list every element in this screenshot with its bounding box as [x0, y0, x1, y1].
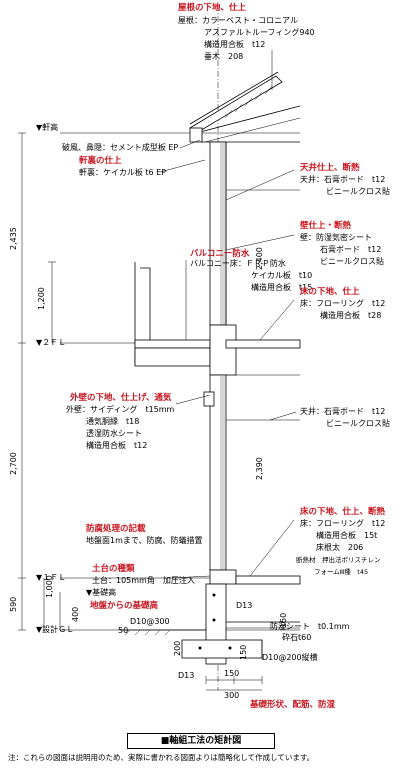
ceiling-heading: 天井仕上、断熱 — [300, 162, 360, 173]
dim-2435: 2,435 — [9, 227, 18, 250]
roof-line-2: アスファルトルーフィング940 — [204, 27, 315, 37]
dim-200: 200 — [173, 641, 182, 656]
dim-2700: 2,700 — [9, 452, 18, 475]
1f-floor-board — [235, 575, 301, 585]
footnote: 注：これらの図面は説明用のため、実際に書かれる図面よりは簡略化して作成しています… — [8, 753, 315, 762]
insulation-line-1: 断熱材 押出法ポリスチレン — [296, 555, 381, 564]
roof-line-1: 屋根：カラーベスト・コロニアル — [178, 15, 298, 25]
2f-floor-board — [225, 339, 301, 349]
insulation-line-2: フォームⅢ種 t45 — [314, 568, 368, 576]
extwall-line-1: 外壁：サイディング t15mm — [66, 404, 175, 414]
ceiling1-line-1: 天井：石膏ボード t12 — [300, 406, 385, 416]
1fl-level-label: ▼１ＦＬ — [36, 573, 66, 582]
balcony-floor — [134, 339, 211, 349]
wall-line-2: 石膏ボード t12 — [320, 244, 381, 254]
gravel-label: 砕石t60 — [282, 632, 311, 642]
extwall-line-3: 透湿防水シート — [86, 428, 142, 438]
wall-heading: 壁仕上・断熱 — [300, 220, 352, 231]
gl-level-label: ▼設計ＧＬ — [36, 624, 74, 634]
floor2-line-1: 床：フローリング t12 — [300, 298, 385, 308]
dim-400: 400 — [71, 607, 80, 622]
roof-line-4: 垂木 208 — [204, 51, 243, 61]
ceiling1-line-2: ビニールクロス貼 — [326, 418, 390, 428]
balcony-parapet — [140, 267, 151, 350]
floor2-heading: 床の下地、仕上 — [300, 286, 360, 297]
dim-590: 590 — [9, 597, 18, 612]
wall-section-drawing: 屋根の下地、仕上 屋根：カラーベスト・コロニアル アスファルトルーフィング940… — [9, 2, 390, 710]
fascia-board — [189, 127, 203, 143]
roof-heading: 屋根の下地、仕上 — [178, 2, 247, 13]
sill-heading: 土台の種類 — [92, 563, 135, 574]
wall-line-1: 壁：防湿気密シート — [300, 232, 372, 242]
dim-1000: 1,000 — [45, 575, 54, 598]
rebar-d10-label: D10@300 — [130, 617, 170, 626]
drawing-caption: ■軸組工法の矩計図 — [127, 733, 275, 749]
ceiling-line-2: ビニールクロス貼 — [326, 186, 390, 196]
balcony-line-3: 構造用合板 t15 — [251, 282, 312, 292]
balcony-line-2: ケイカル板 t10 — [251, 270, 312, 280]
dim-50: 50 — [118, 626, 128, 635]
dim-150-c: 150 — [224, 669, 239, 678]
balcony-line-1: バルコニー床：ＦＲＰ防水 — [190, 258, 286, 268]
rebar-mesh-label: D10@200縦横 — [262, 652, 318, 662]
ceiling-line-1: 天井：石膏ボード t12 — [300, 174, 385, 184]
soffit-heading: 軒裏の仕上 — [79, 155, 122, 166]
2f-floor-beam — [209, 324, 237, 376]
soffit-line: 軒裏：ケイカル板 t6 EP — [79, 167, 166, 177]
roof-slope — [189, 75, 283, 133]
foundation-height-heading: 地盤からの基礎高 — [90, 600, 159, 611]
fascia-label: 破風、鼻隠：セメント成型板 EP — [62, 142, 178, 152]
roof-line-3: 構造用合板 t12 — [204, 39, 265, 49]
foundation-level-label: ▼基礎高 — [86, 587, 116, 597]
wall-line-3: ビニールクロス貼 — [320, 256, 384, 266]
foundation-heading: 基礎形状、配筋、防湿 — [249, 699, 336, 710]
dim-150-b: 150 — [239, 645, 248, 660]
dim-300: 300 — [224, 691, 239, 700]
anchor-d13-a: D13 — [236, 601, 252, 610]
moisture-sheet-label: 防湿シート t0.1mm — [270, 621, 350, 631]
sill-line: 土台：105mm角 加圧注入 — [92, 575, 195, 585]
floor2-line-2: 構造用合板 t28 — [320, 310, 381, 320]
floor1-heading: 床の下地、仕上、断熱 — [300, 506, 386, 517]
floor1-line-2: 構造用合板 15t — [316, 530, 377, 540]
floor1-line-3: 床根太 206 — [316, 542, 363, 552]
foundation-footing — [181, 639, 263, 659]
dim-2390: 2,390 — [255, 457, 264, 480]
extwall-line-2: 通気胴縁 t18 — [86, 416, 139, 426]
sill — [209, 569, 237, 585]
eave-level-label: ▼軒高 — [36, 122, 58, 132]
floor1-line-1: 床：フローリング t12 — [300, 518, 385, 528]
dim-1200: 1,200 — [37, 287, 46, 310]
balcony-heading: バルコニー防水 — [190, 248, 250, 259]
dim-2400: 2,400 — [255, 247, 264, 270]
termite-line: 地盤面1mまで、防腐、防蟻措置 — [86, 535, 203, 545]
dim-150-a: 150 — [279, 613, 288, 628]
extwall-heading: 外壁の下地、仕上げ、通気 — [69, 392, 172, 403]
termite-heading: 防腐処理の記載 — [86, 523, 146, 534]
anchor-d13-b: D13 — [178, 671, 194, 680]
rafter-line — [199, 105, 301, 133]
2fl-level-label: ▼２ＦＬ — [36, 338, 66, 347]
extwall-line-4: 構造用合板 t12 — [86, 440, 147, 450]
